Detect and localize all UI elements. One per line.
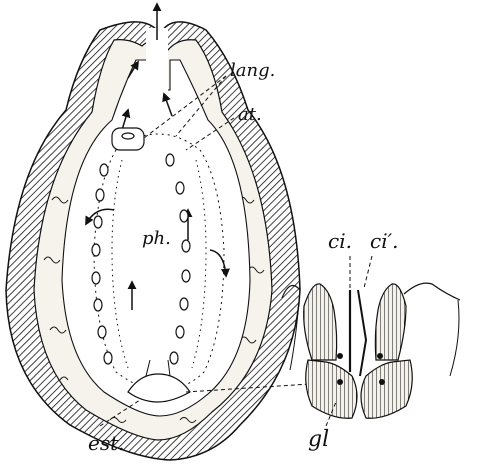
cilia-detail (282, 256, 460, 426)
dorsal-tubercle (112, 128, 144, 150)
label-est: est. (88, 431, 125, 455)
label-ci-prime: ci′. (370, 229, 399, 253)
label-ph: ph. (142, 228, 171, 249)
label-lang: lang. (230, 60, 275, 81)
label-gl: gl (308, 427, 329, 452)
label-ci: ci. (328, 229, 352, 253)
label-at: at. (238, 104, 262, 125)
